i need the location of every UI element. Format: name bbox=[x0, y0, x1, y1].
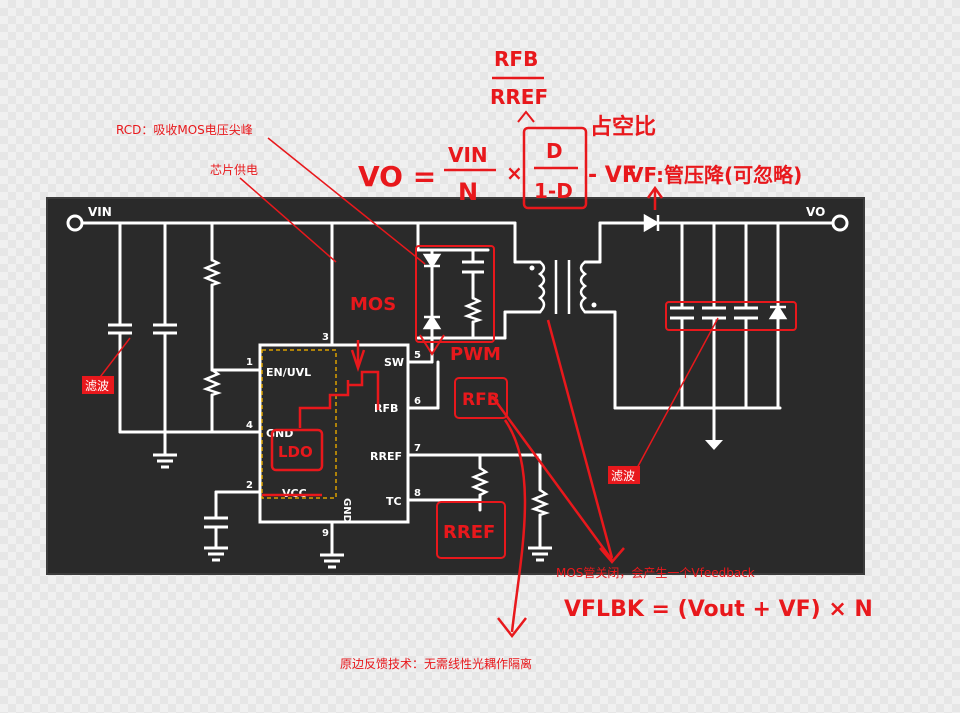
resistor-symbols bbox=[202, 258, 550, 517]
schematic-wiring bbox=[80, 221, 834, 557]
vo-formula-lhs: VO = bbox=[358, 160, 436, 193]
pin-number-6: 6 bbox=[414, 396, 421, 407]
pin-number-4: 4 bbox=[246, 420, 253, 431]
pin-number-5: 5 bbox=[414, 350, 421, 361]
pin-number-3: 3 bbox=[322, 332, 329, 343]
pin-number-2: 2 bbox=[246, 480, 253, 491]
ic-pin-tc: TC bbox=[386, 495, 402, 508]
rcd-annotation: RCD：吸收MOS电压尖峰 bbox=[116, 123, 253, 137]
ldo-box bbox=[270, 428, 324, 472]
capacitor-symbols bbox=[108, 260, 758, 529]
diode-symbols bbox=[422, 213, 788, 330]
rref-box-label: RREF bbox=[443, 522, 495, 543]
pin-number-1: 1 bbox=[246, 357, 253, 368]
pwm-hand-label: PWM bbox=[450, 344, 501, 365]
duty-numerator: D bbox=[546, 139, 563, 163]
ic-pin-en-uvl: EN/UVL bbox=[266, 366, 311, 379]
annotation-boxes bbox=[261, 126, 797, 559]
filter-left-annotation: 滤波 bbox=[85, 379, 109, 393]
vfbk-formula: VFLBK = (Vout + VF) × N bbox=[564, 597, 873, 622]
ic-pin-sw: SW bbox=[384, 356, 404, 369]
rcd-box bbox=[415, 245, 495, 343]
controller-ic bbox=[258, 343, 410, 524]
forward-drop-label: VF:管压降(可忽略) bbox=[628, 163, 802, 187]
duty-denominator: 1-D bbox=[534, 179, 573, 203]
ldo-region-dashed bbox=[261, 349, 337, 499]
times-sign: × bbox=[506, 161, 523, 185]
vin-label: VIN bbox=[88, 205, 112, 219]
transformer-symbol bbox=[537, 260, 588, 314]
duty-ratio-label: 占空比 bbox=[590, 114, 656, 140]
vin-terminal bbox=[66, 214, 84, 232]
n-denominator: N bbox=[458, 178, 478, 206]
pin-number-8: 8 bbox=[414, 488, 421, 499]
minus-vf: - VF bbox=[588, 163, 637, 188]
ratio-denominator: RREF bbox=[490, 85, 548, 109]
ic-pin-gnd-bottom: GND bbox=[341, 498, 352, 523]
pin-number-9: 9 bbox=[322, 528, 329, 539]
ratio-numerator: RFB bbox=[494, 47, 538, 71]
filter-right-annotation: 滤波 bbox=[611, 469, 635, 483]
chip-supply-annotation: 芯片供电 bbox=[210, 163, 258, 177]
primary-feedback-caption: 原边反馈技术：无需线性光耦作隔离 bbox=[340, 656, 532, 671]
pin-number-7: 7 bbox=[414, 443, 421, 454]
vout-label: VO bbox=[806, 205, 825, 219]
vin-numerator: VIN bbox=[448, 143, 488, 167]
rfb-box-label: RFB bbox=[462, 390, 500, 410]
annotation-arrows bbox=[93, 110, 719, 639]
mos-hand-label: MOS bbox=[350, 294, 396, 315]
vout-terminal bbox=[831, 214, 849, 232]
ic-pin-rref: RREF bbox=[370, 450, 402, 463]
rfb-box bbox=[454, 377, 508, 419]
ldo-hand-label: LDO bbox=[278, 443, 313, 461]
ic-pin-vcc: VCC bbox=[282, 487, 307, 500]
mos-off-annotation: MOS管关闭，会产生一个Vfeedback bbox=[556, 565, 755, 580]
duty-box bbox=[522, 126, 588, 210]
output-filter-box bbox=[665, 301, 797, 331]
rref-box bbox=[436, 501, 506, 559]
ground-symbols bbox=[153, 453, 552, 569]
ic-pin-rfb: RFB bbox=[374, 402, 398, 415]
